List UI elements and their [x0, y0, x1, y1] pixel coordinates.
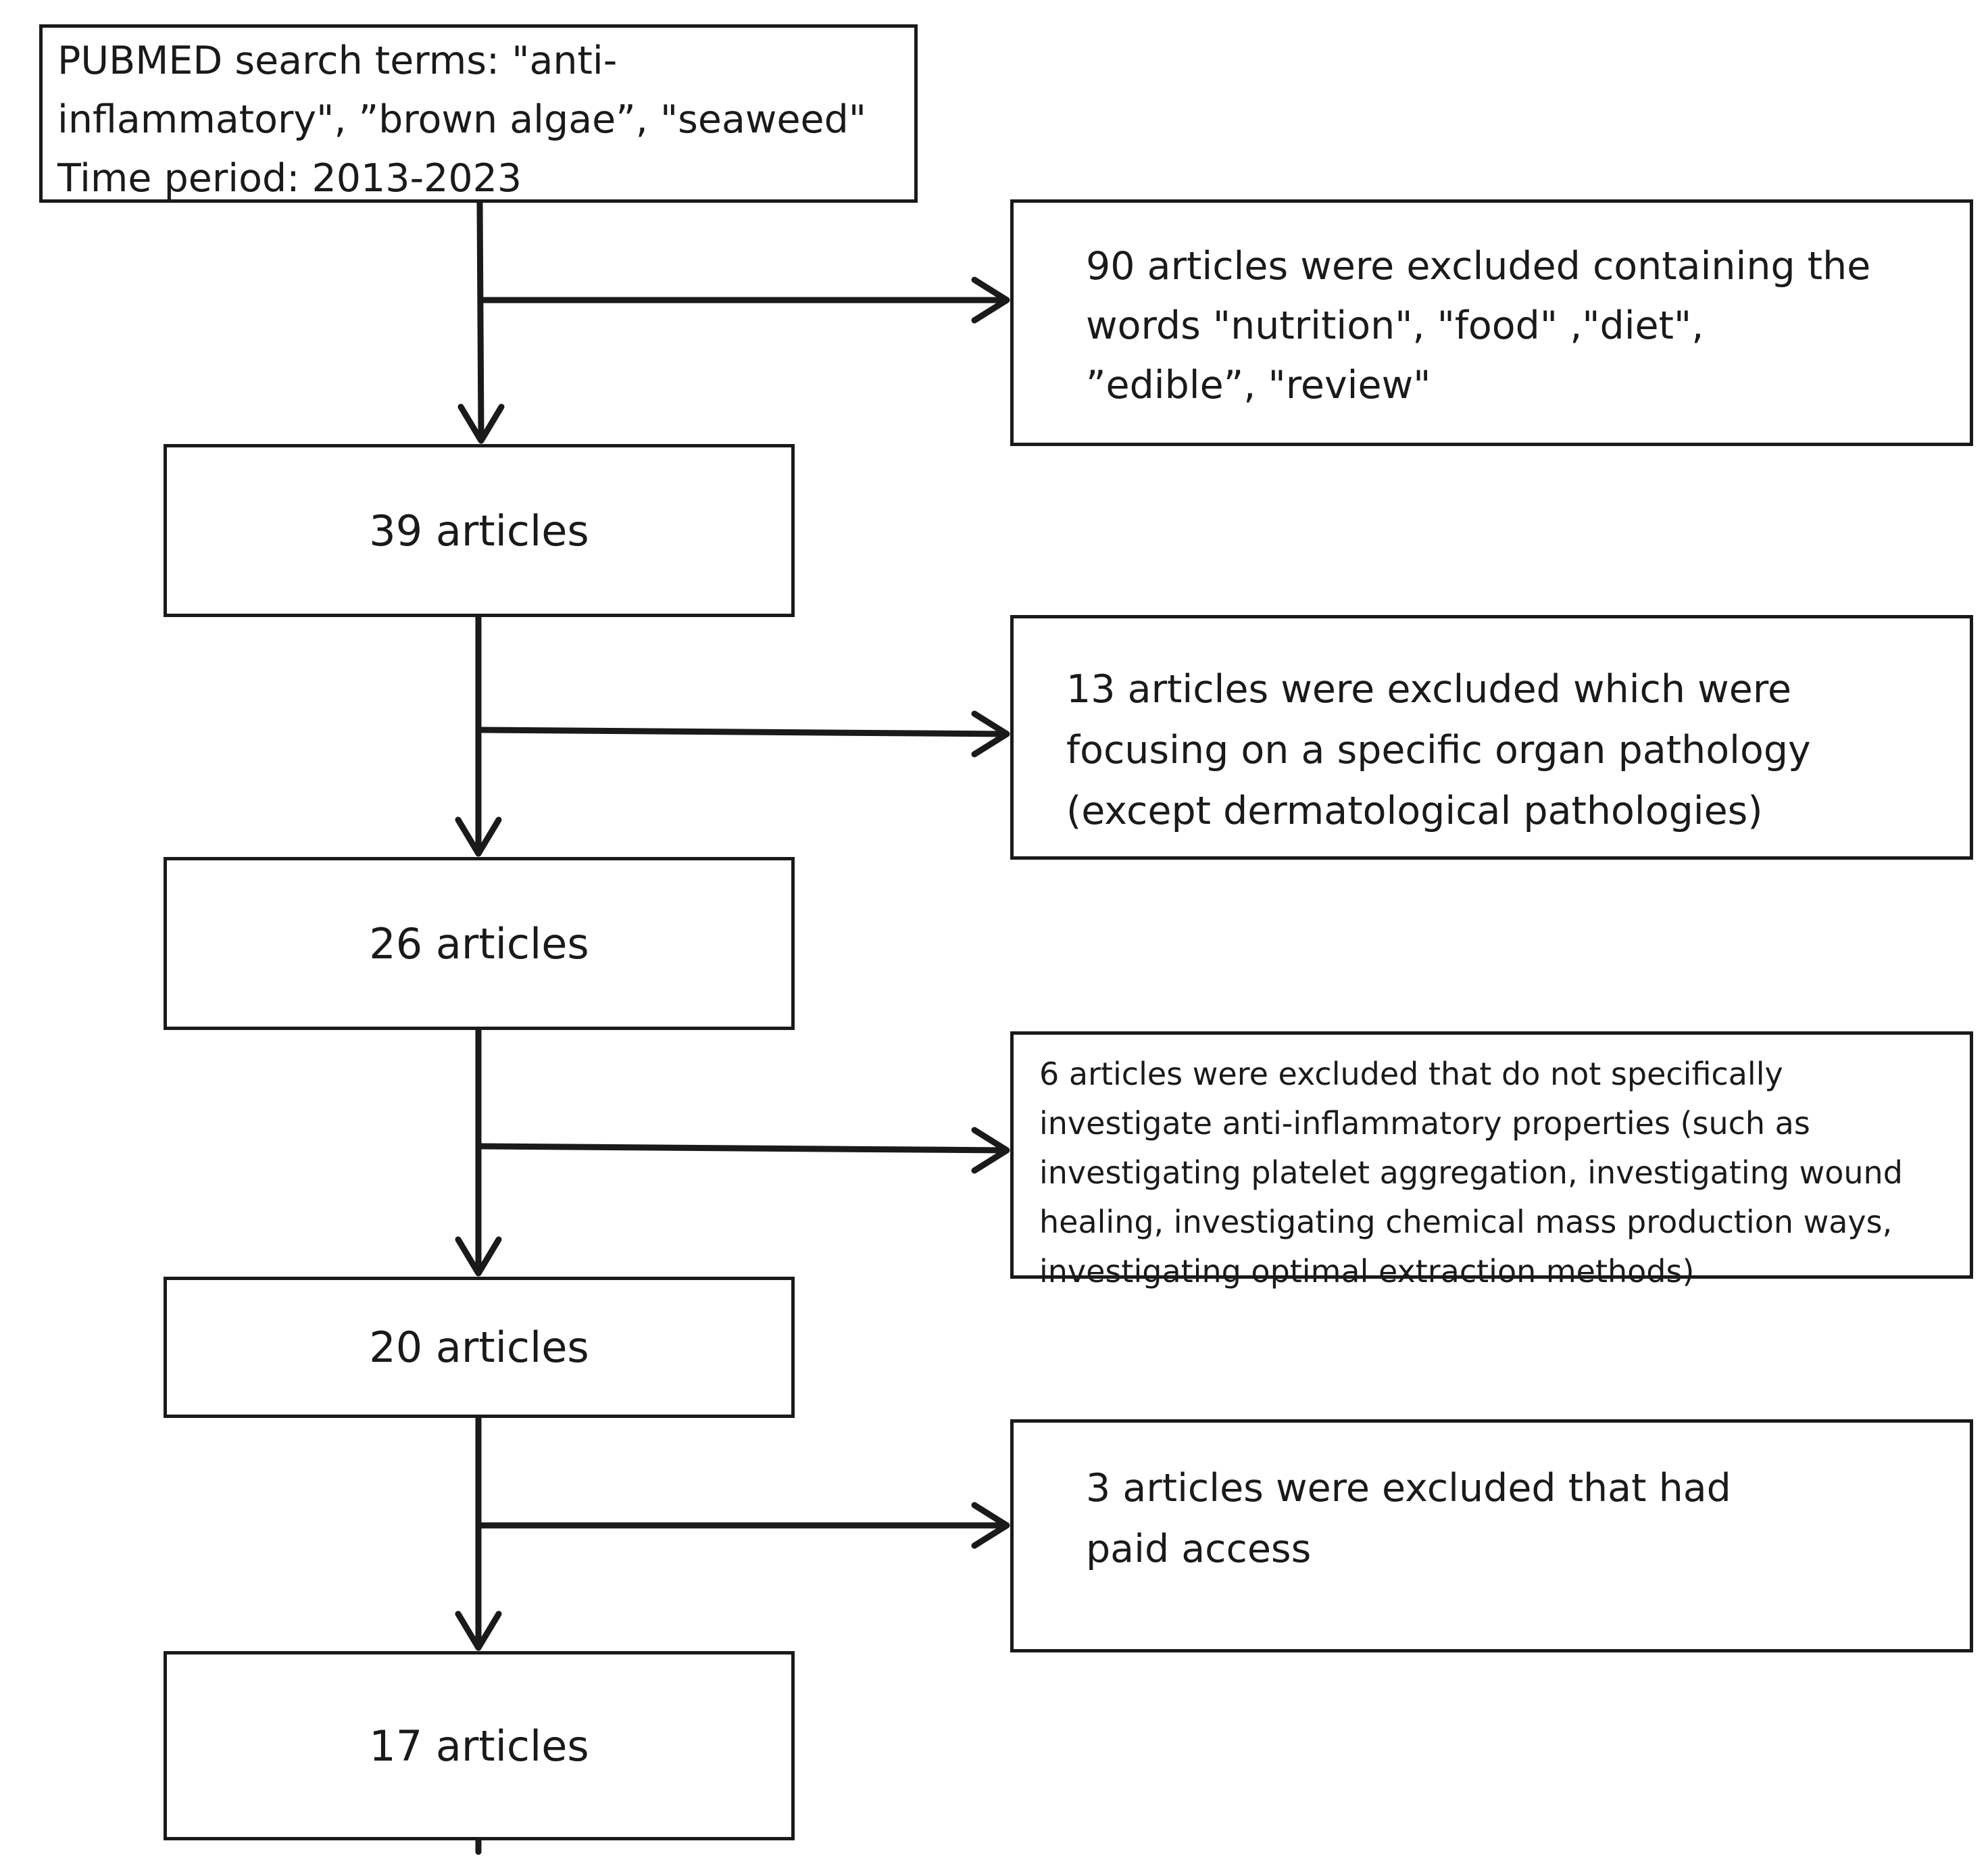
article-count-label: 26 articles [369, 918, 589, 968]
article-count-label: 20 articles [369, 1323, 589, 1372]
connector-branch-3 [478, 1143, 1009, 1154]
search-terms-text: PUBMED search terms: "anti- inflammatory… [57, 39, 867, 201]
article-count-box-17: 17 articles [164, 1651, 795, 1840]
arrowhead-down-1 [457, 403, 505, 444]
arrowhead-right-1 [971, 276, 1010, 324]
exclusion-text: 90 articles were excluded containing the… [1086, 244, 1871, 408]
article-count-label: 17 articles [369, 1721, 589, 1771]
exclusion-box-not-anti-inflammatory: 6 articles were excluded that do not spe… [1010, 1031, 1973, 1290]
arrowhead-right-3 [971, 1127, 1010, 1174]
connector-branch-2 [478, 727, 1009, 737]
exclusion-text: 6 articles were excluded that do not spe… [1039, 1056, 1903, 1290]
exclusion-text: 13 articles were excluded which were foc… [1066, 667, 1811, 833]
exclusion-text: 3 articles were excluded that had paid a… [1086, 1466, 1731, 1571]
exclusion-box-organ-pathology: 13 articles were excluded which were foc… [1010, 615, 1973, 860]
search-terms-box: PUBMED search terms: "anti- inflammatory… [39, 24, 918, 203]
arrowhead-right-4 [971, 1502, 1010, 1549]
article-count-box-26: 26 articles [164, 857, 795, 1030]
article-count-box-20: 20 articles [164, 1277, 795, 1418]
exclusion-box-paid-access: 3 articles were excluded that had paid a… [1010, 1419, 1973, 1652]
arrowhead-down-4 [455, 1611, 502, 1651]
arrowhead-down-2 [455, 816, 502, 857]
exclusion-box-keywords: 90 articles were excluded containing the… [1010, 199, 1973, 446]
arrowhead-right-2 [971, 710, 1010, 758]
article-count-box-39: 39 articles [164, 444, 795, 617]
arrowhead-down-3 [455, 1236, 502, 1277]
article-count-label: 39 articles [369, 506, 589, 556]
connector-search-to-39 [476, 199, 484, 437]
